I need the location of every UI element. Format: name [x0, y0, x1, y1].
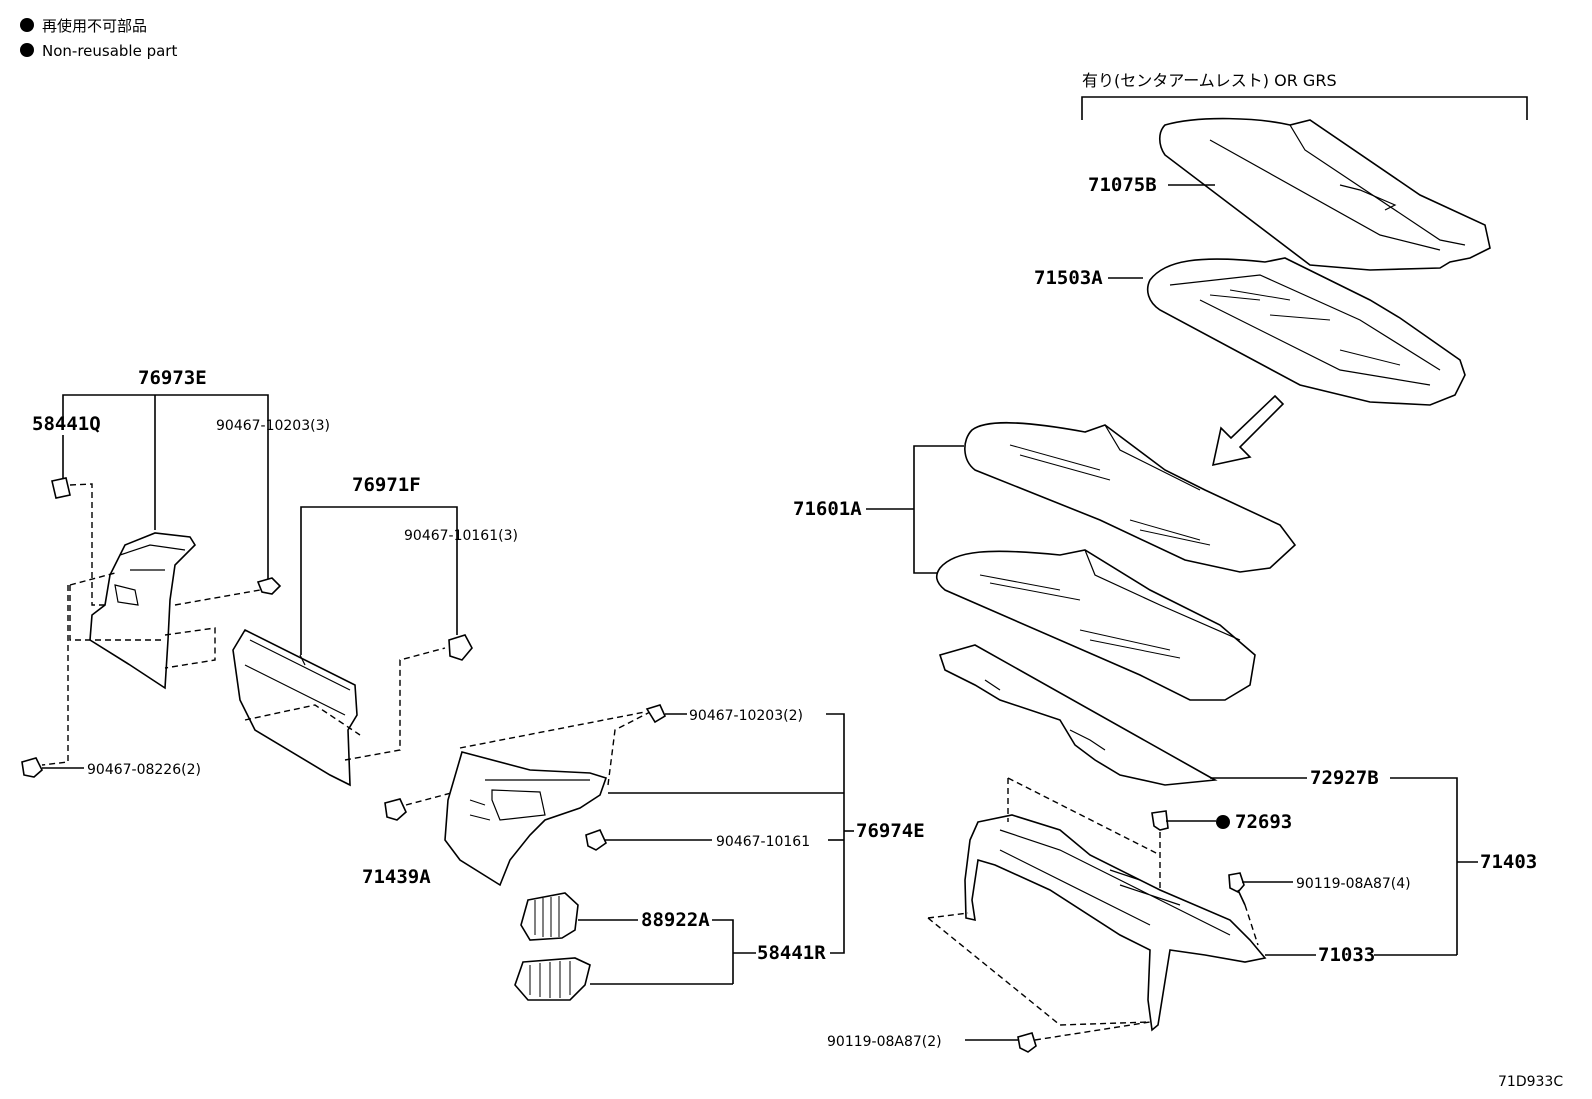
part-71601A-pad-drawing: [935, 549, 1256, 701]
part-88922A-drawing: [520, 892, 579, 941]
legend-dot-icon: [20, 18, 34, 32]
label-76974E: 76974E: [856, 820, 925, 842]
label-72693: 72693: [1235, 811, 1292, 833]
label-71403: 71403: [1480, 851, 1537, 873]
label-71033: 71033: [1318, 944, 1375, 966]
non-reusable-dot-icon: [1216, 815, 1230, 829]
part-90467-10203-clip-drawing: [256, 577, 282, 595]
legend-en: Non-reusable part: [42, 42, 177, 60]
label-71075B: 71075B: [1088, 174, 1157, 196]
part-71033-frame-drawing: [964, 814, 1267, 1032]
label-90467-08226: 90467-08226(2): [87, 762, 201, 778]
label-90119-08A87-2: 90119-08A87(2): [827, 1034, 942, 1050]
legend-jp: 再使用不可部品: [42, 17, 147, 35]
part-71601A-cover-drawing: [964, 421, 1297, 573]
label-76971F: 76971F: [352, 474, 421, 496]
diagram-code: 71D933C: [1498, 1074, 1563, 1090]
header-bracket: 有り(センタアームレスト) OR GRS: [1081, 71, 1528, 120]
label-71439A: 71439A: [362, 866, 431, 888]
label-76973E: 76973E: [138, 367, 207, 389]
part-72693-drawing: [1151, 810, 1169, 831]
part-58441Q-drawing: [51, 477, 71, 499]
label-90467-10161: 90467-10161: [716, 834, 810, 850]
label-90119-08A87-4: 90119-08A87(4): [1296, 876, 1411, 892]
assembly-arrow-icon: [1211, 394, 1285, 467]
part-76971F-drawing: [232, 628, 358, 787]
part-90119-bolt2-drawing: [1017, 1032, 1037, 1053]
header-bracket-label: 有り(センタアームレスト) OR GRS: [1082, 71, 1337, 90]
label-88922A: 88922A: [641, 909, 710, 931]
legend-dot-icon: [20, 43, 34, 57]
part-72927B-drawing: [938, 644, 1218, 786]
part-71075B-drawing: [1158, 117, 1491, 271]
legend: 再使用不可部品 Non-reusable part: [20, 17, 177, 60]
part-76974E-drawing: [444, 751, 608, 887]
part-90119-bolt-drawing: [1228, 872, 1246, 906]
part-90467-10161-drawing: [585, 829, 608, 851]
label-58441R: 58441R: [757, 942, 826, 964]
part-71439A-drawing: [384, 798, 407, 821]
part-90467-10161-clip-drawing: [448, 634, 473, 661]
label-71503A: 71503A: [1034, 267, 1103, 289]
part-90467-08226-drawing: [21, 757, 43, 778]
label-90467-10161-3: 90467-10161(3): [404, 528, 518, 544]
label-90467-10203-2: 90467-10203(2): [689, 708, 803, 724]
label-90467-10203-3: 90467-10203(3): [216, 418, 330, 434]
part-58441R-drawing: [514, 957, 591, 1001]
part-76973E-drawing: [89, 532, 197, 690]
part-71503A-drawing: [1146, 257, 1466, 406]
label-71601A: 71601A: [793, 498, 862, 520]
label-72927B: 72927B: [1310, 767, 1379, 789]
part-90467-10203-2-clip-drawing: [645, 704, 667, 724]
label-58441Q: 58441Q: [32, 413, 101, 435]
